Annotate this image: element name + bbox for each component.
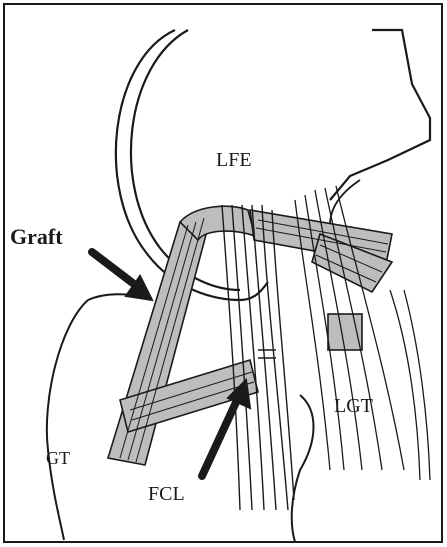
femur-contour — [330, 180, 360, 225]
label-graft: Graft — [10, 224, 63, 249]
label-gt: GT — [46, 448, 70, 468]
graft-arrow — [92, 252, 152, 300]
label-lfe: LFE — [216, 149, 252, 171]
label-fcl: FCL — [148, 483, 185, 505]
femur-shaft-outline — [330, 30, 430, 200]
label-lgt: LGT — [334, 395, 373, 417]
